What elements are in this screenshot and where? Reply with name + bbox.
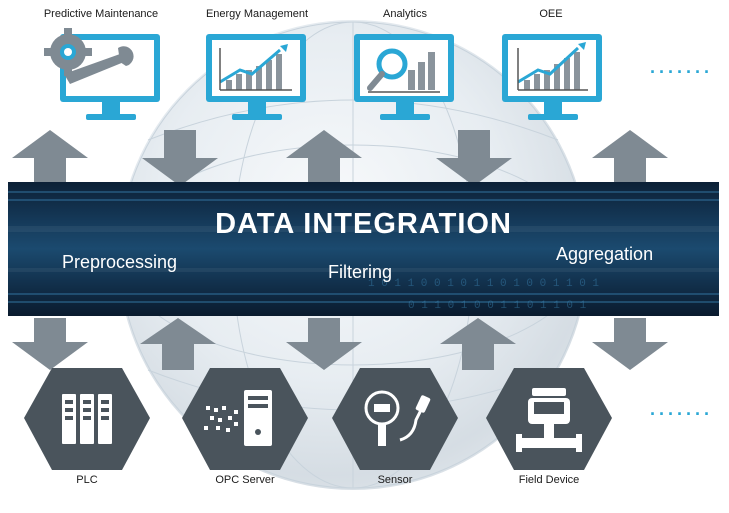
app-oee: OEE (476, 6, 626, 22)
app-label: Energy Management (205, 8, 309, 20)
valve-icon (486, 368, 612, 470)
device-sensor: Sensor (330, 366, 460, 486)
server-icon (182, 368, 308, 470)
more-devices-dots: ······· (650, 404, 713, 424)
data-integration-band: 1 0 1 1 0 0 1 0 1 1 0 1 0 0 1 1 0 1 0 1 … (8, 182, 719, 316)
band-title: DATA INTEGRATION (215, 208, 512, 240)
device-label: PLC (76, 474, 98, 486)
magnifier-chart-icon (354, 34, 454, 120)
down-arrow (142, 130, 218, 186)
down-arrow (12, 318, 88, 370)
app-label: Analytics (382, 8, 428, 20)
app-predictive-maintenance: Predictive Maintenance (26, 6, 176, 22)
app-label: Predictive Maintenance (43, 8, 159, 20)
more-apps-dots: ······· (650, 62, 713, 82)
band-word-filtering: Filtering (328, 262, 393, 282)
app-label: OEE (539, 8, 563, 20)
plc-rack-icon (24, 368, 150, 470)
up-arrow (440, 318, 516, 370)
up-arrow (12, 130, 88, 186)
binary-stream-decoration: 1 0 1 1 0 0 1 0 1 1 0 1 0 0 1 1 0 1 0 1 … (8, 191, 719, 312)
down-arrow (286, 318, 362, 370)
up-arrow (286, 130, 362, 186)
device-field-device: Field Device (484, 366, 614, 486)
rising-chart-icon (502, 34, 602, 120)
down-arrow (592, 318, 668, 370)
app-energy-management: Energy Management (182, 6, 332, 22)
device-label: Field Device (518, 474, 580, 486)
device-label: OPC Server (215, 474, 275, 486)
device-opc-server: OPC Server (180, 366, 310, 486)
band-word-aggregation: Aggregation (556, 244, 654, 264)
sensor-icon (332, 368, 458, 470)
device-plc: PLC (22, 366, 152, 486)
device-label: Sensor (377, 474, 413, 486)
svg-text:0 1 1 0 1 0 0 1 1 0 1 1 0 1: 0 1 1 0 1 0 0 1 1 0 1 1 0 1 (408, 300, 587, 312)
app-analytics: Analytics (330, 6, 480, 22)
svg-text:1 0 1 1 0 0 1 0 1 1 0 1 0 0 1: 1 0 1 1 0 0 1 0 1 1 0 1 0 0 1 1 0 1 (368, 278, 599, 290)
rising-chart-icon (206, 34, 306, 120)
up-arrow (140, 318, 216, 370)
up-arrow (592, 130, 668, 186)
band-word-preprocessing: Preprocessing (62, 252, 178, 272)
down-arrow (436, 130, 512, 186)
gear-wrench-icon (44, 28, 160, 120)
